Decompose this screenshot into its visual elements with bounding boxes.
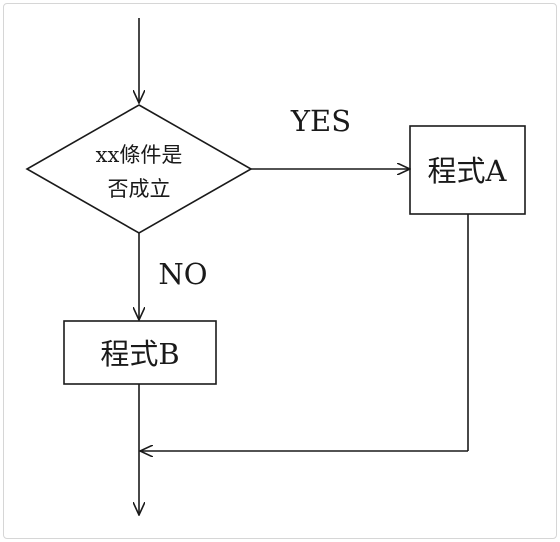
- program-b-label: 程式B: [100, 337, 179, 371]
- no-label: NO: [158, 257, 207, 291]
- yes-label: YES: [290, 104, 351, 138]
- decision-label-line2: 否成立: [108, 177, 171, 201]
- program-b-box: [63, 320, 217, 385]
- program-a-label: 程式A: [428, 154, 508, 188]
- decision-diamond: [25, 104, 253, 234]
- decision-label-line1: xx條件是: [96, 143, 183, 167]
- image-frame: [3, 3, 557, 539]
